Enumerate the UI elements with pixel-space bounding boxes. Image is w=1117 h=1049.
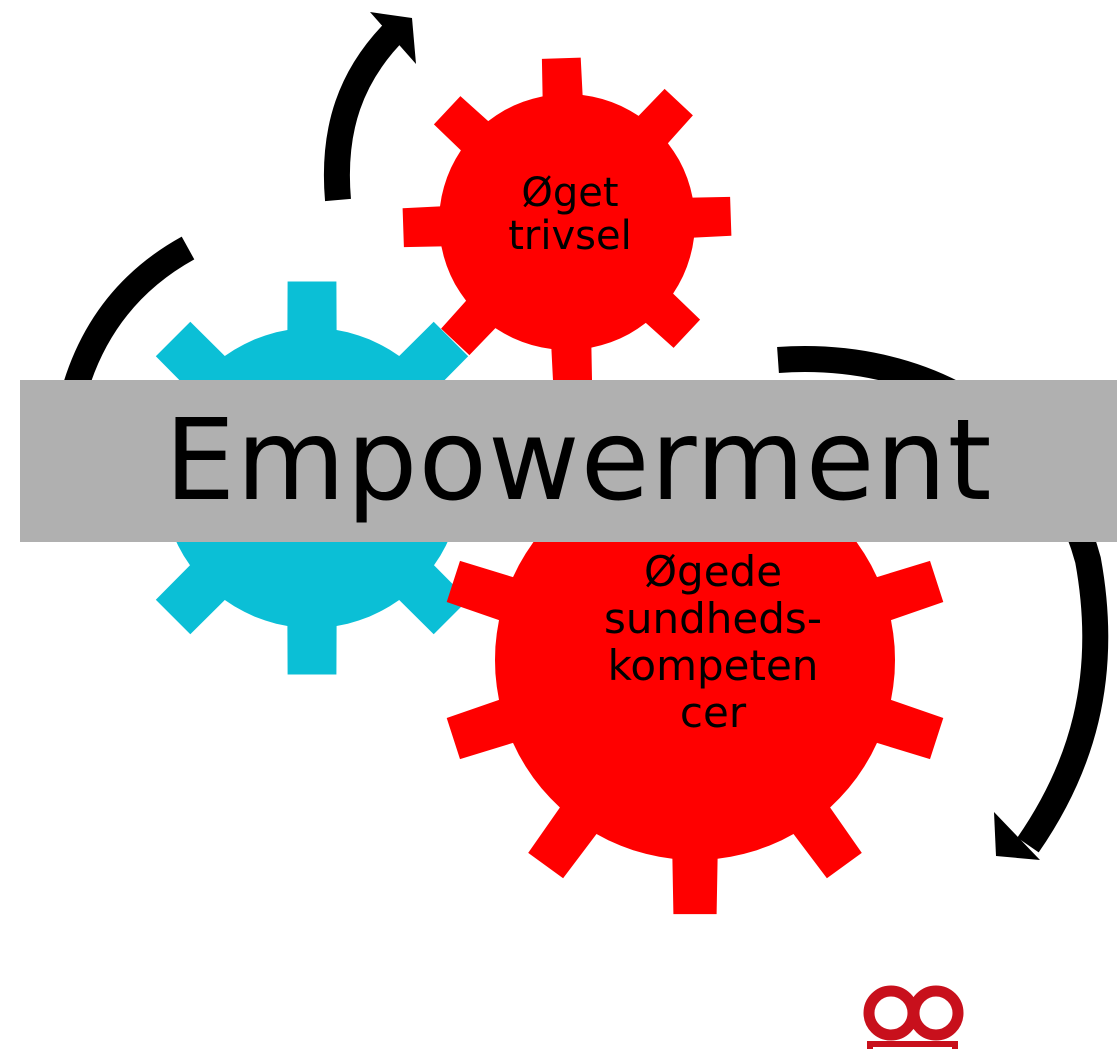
arrowhead-bottom-right-icon	[994, 812, 1040, 860]
gear-small-label-line-1: Øget	[521, 170, 619, 216]
arrowheads-group	[370, 12, 1040, 860]
empowerment-banner: Empowerment	[20, 380, 1117, 542]
gear-large-label-line-2: sundheds-	[604, 594, 822, 644]
arrow-right-curve	[777, 346, 1109, 853]
banner-title: Empowerment	[164, 396, 993, 526]
arrow-top-left-curve	[323, 18, 408, 202]
arrow-left-curve	[59, 236, 195, 404]
gear-large-label-line-3: kompeten	[607, 641, 819, 691]
gear-small-label-line-2: trivsel	[508, 213, 632, 260]
gear-small-label: Øget trivsel	[470, 170, 670, 260]
gear-large-label-line-4: cer	[679, 688, 747, 738]
arrowhead-top-icon	[370, 12, 416, 64]
infinity-logo-icon	[863, 985, 964, 1049]
gear-red-small-icon	[402, 57, 732, 387]
gear-large-label-line-1: Øgede	[643, 547, 783, 596]
gear-large-label: Øgede sundheds- kompeten cer	[548, 548, 878, 736]
gear-small-shape	[402, 57, 732, 387]
arrows-group	[59, 18, 1109, 853]
